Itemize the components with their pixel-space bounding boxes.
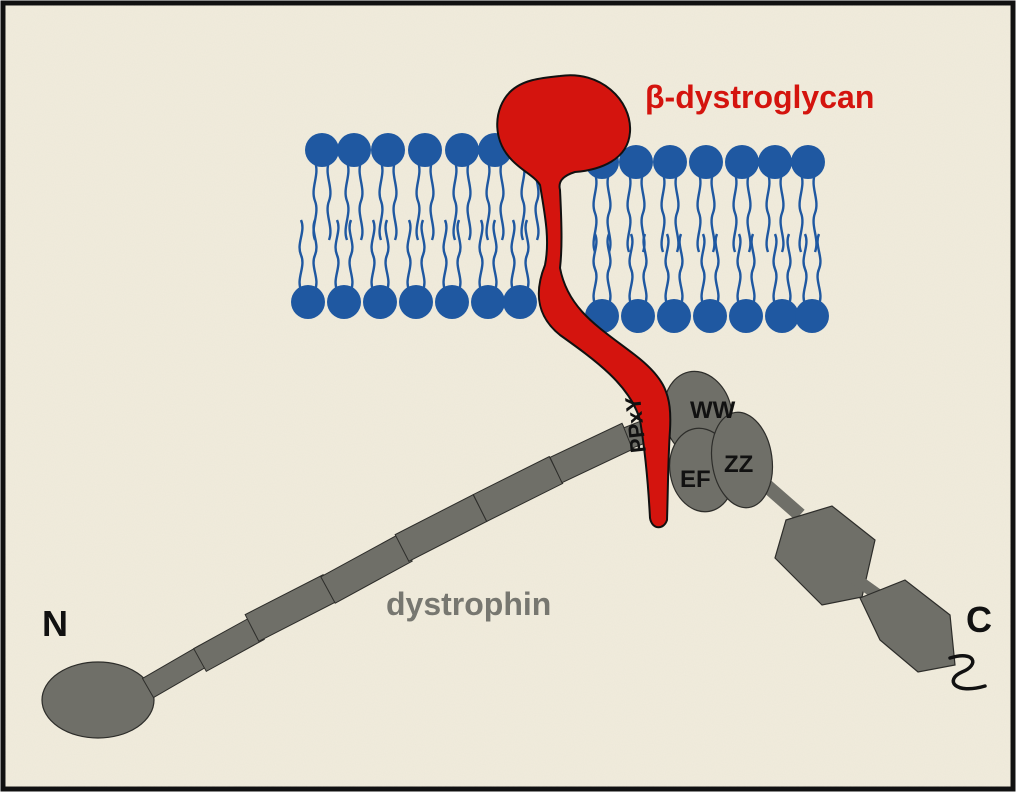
lipid-head (653, 145, 687, 179)
lipid-head (503, 285, 537, 319)
n-terminus-label: N (42, 603, 68, 644)
c-terminus-label: C (966, 599, 992, 640)
lipid-head (621, 299, 655, 333)
lipid-head (305, 133, 339, 167)
lipid-head (471, 285, 505, 319)
ef-domain-label: EF (680, 466, 711, 493)
lipid-head (445, 133, 479, 167)
lipid-head (408, 133, 442, 167)
lipid-head (689, 145, 723, 179)
lipid-head (291, 285, 325, 319)
ww-domain-label: WW (690, 397, 736, 424)
lipid-head (371, 133, 405, 167)
zz-domain-label: ZZ (724, 451, 753, 478)
lipid-head (729, 299, 763, 333)
n-terminal-domain (42, 662, 154, 738)
lipid-head (765, 299, 799, 333)
lipid-head (399, 285, 433, 319)
lipid-head (795, 299, 829, 333)
lipid-head (337, 133, 371, 167)
lipid-head (363, 285, 397, 319)
lipid-head (693, 299, 727, 333)
dystrophin-label: dystrophin (386, 586, 551, 622)
beta-dystroglycan-label: β-dystroglycan (645, 79, 874, 115)
lipid-head (435, 285, 469, 319)
lipid-head (327, 285, 361, 319)
lipid-head (657, 299, 691, 333)
lipid-head (791, 145, 825, 179)
lipid-head (758, 145, 792, 179)
lipid-head (725, 145, 759, 179)
